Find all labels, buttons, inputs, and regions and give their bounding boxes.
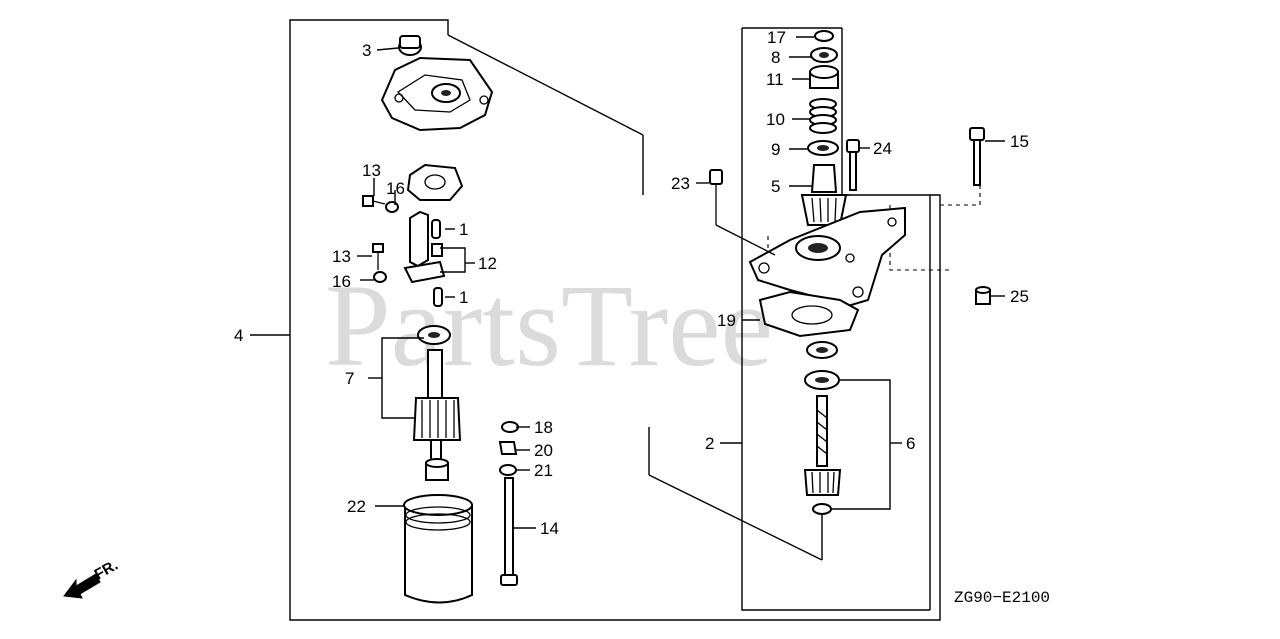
callout-5: 5 — [771, 177, 780, 196]
part-15-bolt — [969, 127, 985, 186]
part-1-pin-upper — [431, 219, 441, 239]
part-5-gear — [800, 164, 848, 226]
part-10-spring — [809, 98, 837, 134]
part-12-bracket — [403, 210, 446, 284]
callout-9: 9 — [771, 140, 780, 159]
part-24-bolt — [846, 139, 860, 191]
part-housing-cover — [380, 56, 494, 132]
part-25-nut — [975, 286, 991, 305]
callout-1-lower: 1 — [459, 288, 468, 307]
part-13-screw-upper — [362, 195, 399, 213]
direction-indicator: FR. — [63, 557, 121, 599]
part-19-gasket — [758, 290, 860, 338]
part-1-pin-lower — [433, 287, 443, 307]
callout-13-lower: 13 — [332, 247, 351, 266]
part-21-washer — [499, 464, 517, 476]
part-seal-lower-1 — [806, 341, 838, 359]
part-8-washer — [810, 47, 838, 63]
part-18-washer — [501, 421, 519, 433]
leader-lines — [250, 36, 1005, 560]
callout-4: 4 — [234, 326, 243, 345]
callout-6: 6 — [906, 434, 915, 453]
callout-13-upper: 13 — [362, 161, 381, 180]
callout-8: 8 — [771, 48, 780, 67]
callout-16-upper: 16 — [386, 179, 405, 198]
callout-1-upper: 1 — [459, 220, 468, 239]
callout-15: 15 — [1010, 132, 1029, 151]
part-14-bolt — [500, 477, 518, 586]
callout-17: 17 — [767, 28, 786, 47]
part-gear-case — [748, 206, 906, 308]
callout-7: 7 — [345, 369, 354, 388]
part-11-cap — [809, 65, 839, 89]
callout-labels: 3 4 13 16 13 16 1 1 12 7 18 20 21 14 22 … — [234, 28, 1029, 538]
callout-21: 21 — [534, 461, 553, 480]
callout-14: 14 — [540, 519, 559, 538]
callout-18: 18 — [534, 418, 553, 437]
callout-25: 25 — [1010, 287, 1029, 306]
callout-11: 11 — [766, 70, 784, 89]
callout-12: 12 — [478, 254, 497, 273]
part-9-seal — [807, 140, 839, 156]
part-bushing — [425, 458, 449, 481]
callout-2: 2 — [705, 434, 714, 453]
part-17-ring — [814, 30, 834, 42]
assembly-frame — [289, 19, 941, 621]
part-13-screw-lower — [372, 243, 387, 283]
callout-23: 23 — [671, 174, 690, 193]
direction-arrow-icon — [63, 573, 101, 599]
callout-10: 10 — [766, 110, 785, 129]
part-22-cylinder — [403, 494, 473, 604]
part-23-bolt — [709, 169, 723, 225]
part-3-cap — [398, 35, 422, 56]
callout-24: 24 — [873, 139, 892, 158]
part-7-rotor-shaft — [412, 325, 462, 465]
callout-3: 3 — [362, 41, 371, 60]
subassembly-frame — [741, 27, 930, 611]
diagram-code: ZG90−E2100 — [954, 589, 1050, 607]
callout-16-lower: 16 — [332, 272, 351, 291]
callout-22: 22 — [347, 497, 366, 516]
callout-20: 20 — [534, 441, 553, 460]
part-6-shaft-assembly — [803, 370, 842, 515]
part-bracket-housing — [406, 163, 464, 201]
part-20-nut — [498, 441, 518, 455]
callout-19: 19 — [717, 311, 736, 330]
watermark: PartsTree — [325, 260, 773, 391]
